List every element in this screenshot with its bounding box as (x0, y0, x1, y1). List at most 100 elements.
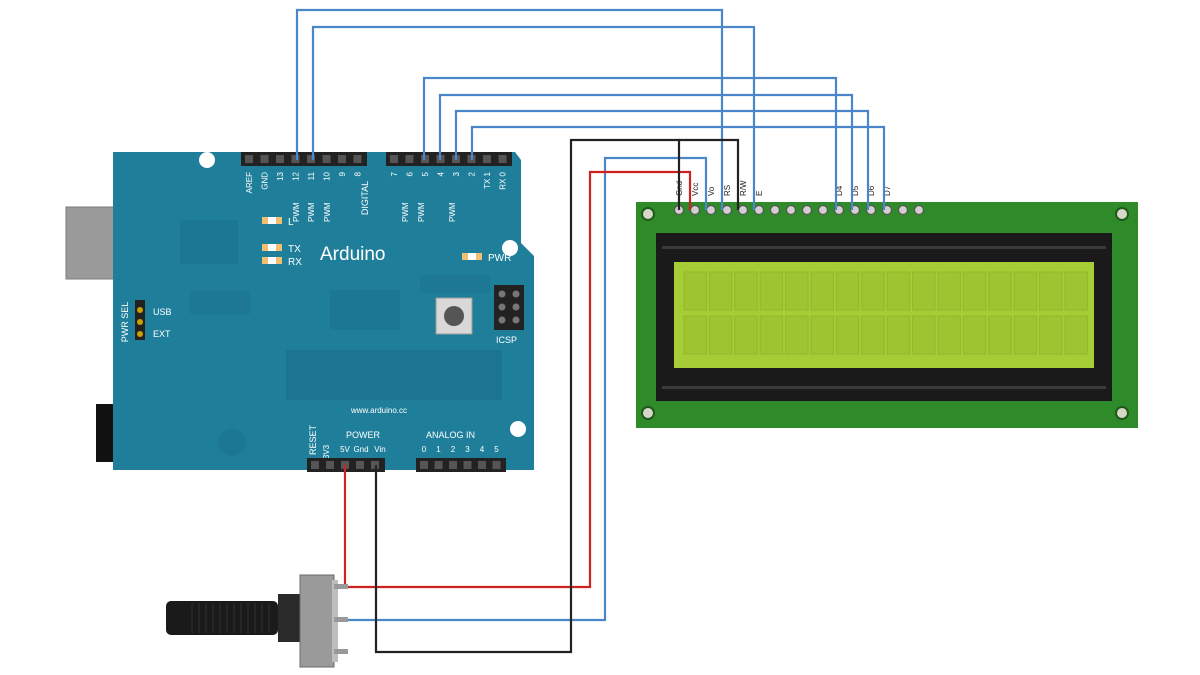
lcd-pin-label: D5 (851, 185, 860, 196)
digital-pin-label: 2 (468, 171, 477, 176)
led-tx-label: TX (288, 244, 301, 255)
digital-pin-label: 9 (338, 171, 347, 176)
digital-pin-label: 8 (354, 171, 363, 176)
power-pin-label: 5V (340, 445, 350, 454)
header-pin (307, 155, 315, 163)
lcd-character-grid (683, 271, 1088, 355)
digital-pin-label: 5 (421, 171, 430, 176)
led-l-label: L (288, 217, 294, 228)
lcd-char-cell (708, 271, 733, 311)
wire-e (311, 25, 756, 210)
lcd-pin (801, 204, 813, 216)
lcd-char-cell (937, 271, 961, 311)
lcd-char-cell (886, 271, 911, 311)
header-pin (492, 461, 501, 469)
analog-pin-label: 4 (480, 445, 485, 454)
header-pin (326, 461, 334, 469)
icsp-pin (512, 290, 520, 298)
usb-label: USB (153, 307, 172, 317)
digital-label: DIGITAL (360, 181, 370, 215)
digital-pin-label: 4 (437, 171, 446, 176)
wire-rw (679, 138, 740, 210)
pwm-label: PWM (417, 202, 426, 222)
power-pin-label: Gnd (353, 445, 368, 454)
digital-pin-label: 6 (406, 171, 415, 176)
pwm-label: PWM (292, 202, 301, 222)
lcd-char-cell (759, 315, 784, 355)
digital-pin-label: RX 0 (499, 171, 508, 189)
lcd-pin-label: Vcc (691, 183, 700, 196)
header-pin (434, 461, 443, 469)
header-pin (449, 461, 457, 469)
lcd-char-cell (734, 271, 758, 311)
power-pin-label: Vin (374, 445, 385, 454)
ext-label: EXT (153, 329, 171, 339)
lcd-char-cell (962, 271, 987, 311)
analog-pin-label: 5 (494, 445, 499, 454)
wire-d6 (454, 109, 870, 210)
pwm-label: PWM (401, 202, 410, 222)
icsp-pin (498, 290, 506, 298)
reset-label: RESET (308, 424, 318, 455)
lcd-char-cell (683, 315, 707, 355)
digital-pin-label: 10 (323, 171, 332, 180)
lcd-char-cell (734, 315, 758, 355)
icsp-pin (512, 303, 520, 311)
header-pin (291, 155, 300, 163)
lcd-char-cell (1039, 271, 1063, 311)
digital-header-left (241, 152, 367, 166)
header-pin (478, 461, 486, 469)
digital-pin-label: 11 (307, 171, 316, 180)
board-mount-hole (502, 240, 518, 256)
arduino-brand: Arduino (320, 244, 386, 265)
lcd-pin (913, 204, 925, 216)
lcd-pin (721, 204, 733, 216)
lcd-char-cell (912, 315, 936, 355)
icsp-pin (498, 316, 506, 324)
wire-vo (345, 156, 708, 622)
pot-body (299, 574, 335, 668)
lcd-pin (785, 204, 797, 216)
header-pin (276, 155, 284, 163)
lcd-char-cell (912, 271, 936, 311)
lcd-char-cell (861, 315, 885, 355)
lcd-pin-label: D6 (867, 185, 876, 196)
lcd-pin-label: E (755, 191, 764, 196)
lcd-mount-hole (641, 406, 655, 420)
lcd-char-cell (962, 315, 987, 355)
wire-d7 (470, 125, 886, 210)
lcd-mount-hole (641, 207, 655, 221)
lcd-pin (769, 204, 781, 216)
board-mount-hole (199, 152, 215, 168)
lcd-pin-label: D4 (835, 185, 844, 196)
icsp-header (494, 285, 524, 330)
lcd-char-cell (785, 315, 809, 355)
lcd-char-cell (785, 271, 809, 311)
lcd-pin (817, 204, 829, 216)
lcd-char-cell (835, 315, 860, 355)
digital-pin-label: 3 (452, 171, 461, 176)
header-pin (356, 461, 364, 469)
lcd-pin (897, 204, 909, 216)
power-pin-label: 3V3 (322, 444, 331, 459)
pwm-label: PWM (448, 202, 457, 222)
digital-pin-label: TX 1 (483, 171, 492, 188)
lcd-pin-label: RS (723, 185, 732, 196)
lcd-char-cell (708, 315, 733, 355)
wire-gnd (374, 138, 681, 654)
lcd-char-cell (861, 271, 885, 311)
icsp-pin (498, 303, 506, 311)
pwr-sel-label: PWR SEL (120, 302, 130, 343)
header-pin (420, 461, 428, 469)
header-pin (311, 461, 319, 469)
wire-5v (343, 170, 692, 589)
analog-label: ANALOG IN (426, 430, 475, 440)
lcd-char-cell (1064, 315, 1088, 355)
lcd-char-cell (988, 271, 1012, 311)
header-pin (322, 155, 331, 163)
power-label: POWER (346, 430, 381, 440)
pwm-label: PWM (307, 202, 316, 222)
board-mount-hole (510, 421, 526, 437)
